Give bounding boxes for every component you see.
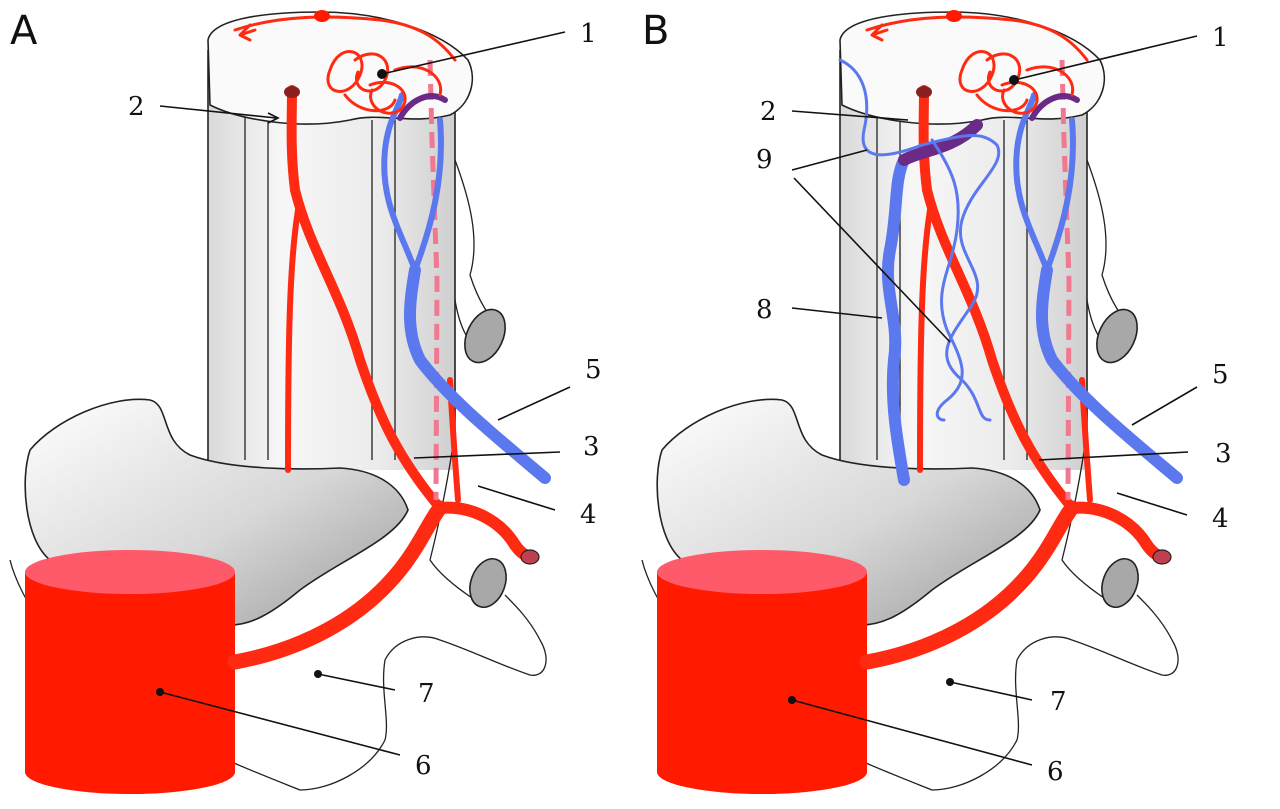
panel-b-segmental-artery (859, 500, 1080, 670)
panel-a-callout-5: 5 (585, 355, 602, 385)
panel-a-radicular-artery (286, 85, 445, 513)
panel-b-callout-8: 8 (756, 295, 773, 325)
panel-a-callout-1: 1 (580, 19, 597, 49)
panel-b-vein (1036, 264, 1183, 484)
panel-b-callout-6: 6 (1047, 757, 1064, 787)
panel-a-callout-2: 2 (128, 92, 145, 122)
panel-b-callout-7: 7 (1050, 687, 1067, 717)
panel-b-large-vein (881, 154, 910, 486)
panel-a: A 1 2 3 4 5 6 7 (9, 8, 602, 795)
panel-a-letter: A (10, 8, 38, 54)
panel-b-callout-1: 1 (1212, 23, 1229, 53)
panel-a-leaders (156, 31, 571, 756)
panel-a-vascular-network (326, 50, 443, 115)
panel-b-callout-3: 3 (1215, 439, 1232, 469)
panel-a-callout-7: 7 (418, 679, 435, 709)
panel-b-callout-4: 4 (1212, 504, 1229, 534)
panel-b-callout-9: 9 (756, 145, 773, 175)
panel-b-callout-2: 2 (760, 97, 777, 127)
panel-a-segmental-artery (227, 500, 448, 670)
panel-b-callout-5: 5 (1212, 360, 1229, 390)
panel-a-vein (404, 264, 551, 484)
panel-a-callout-3: 3 (583, 432, 600, 462)
panel-a-callout-4: 4 (580, 500, 597, 530)
panel-b-leaders (788, 35, 1198, 766)
panel-b-letter: B (642, 8, 669, 54)
panel-b: B 1 2 3 4 5 6 7 8 9 (641, 8, 1232, 795)
panel-a-callout-6: 6 (415, 751, 432, 781)
panel-b-thin-vein (838, 58, 1001, 422)
